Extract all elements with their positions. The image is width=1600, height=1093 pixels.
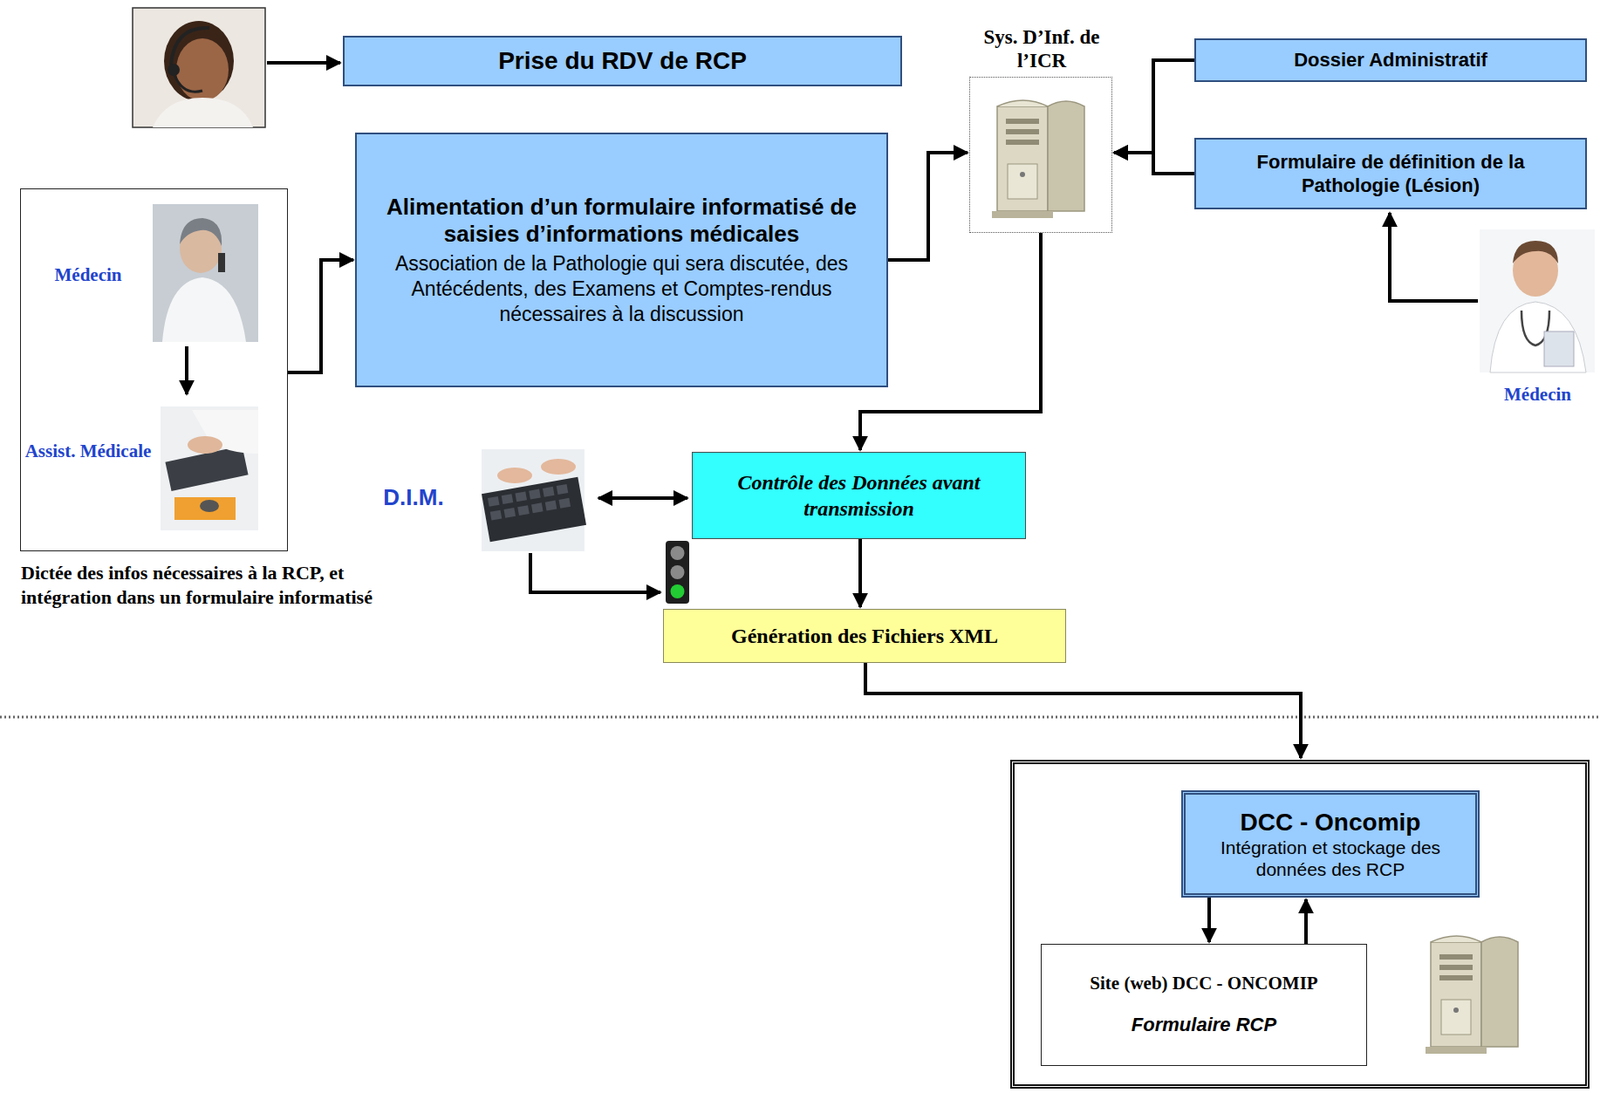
node-text: Dictée des infos nécessaires à la RCP, e…: [20, 560, 388, 609]
doctor-photo: [1479, 229, 1595, 373]
assistant-photo: [160, 406, 259, 531]
leader-arrow: [266, 61, 341, 65]
node-text: Site (web) DCC - ONCOMIP: [1089, 972, 1318, 995]
group-frame: MédecinAssist. MédicaleDictée des infos …: [20, 188, 288, 552]
node-text: DCC - Oncomip: [1240, 807, 1422, 838]
server-node: Sys. D’Inf. de l’ICR: [969, 76, 1113, 233]
leader-arrow: [530, 553, 661, 593]
connector-arrow: [888, 152, 968, 260]
node-text: Formulaire de définition de la Pathologi…: [1206, 150, 1575, 199]
separator-line: [0, 716, 1600, 719]
process-box: Contrôle des Données avant transmission: [691, 451, 1026, 540]
operator-photo: [132, 7, 266, 128]
process-box: Prise du RDV de RCP: [342, 35, 903, 87]
node-text: Alimentation d’un formulaire informatisé…: [367, 193, 876, 248]
role-label: D.I.M.: [362, 484, 465, 512]
connector-arrow: [287, 259, 354, 373]
process-box: Dossier Administratif: [1194, 38, 1587, 83]
node-text: Dossier Administratif: [1293, 47, 1488, 73]
connector-arrow: [1207, 897, 1211, 943]
node-text: Sys. D’Inf. de l’ICR: [976, 26, 1108, 73]
connector-arrow: [865, 663, 1301, 759]
keyboard-photo: [481, 449, 587, 552]
node-text: Génération des Fichiers XML: [731, 622, 999, 650]
node-text: Association de la Pathologie qui sera di…: [367, 251, 876, 327]
node-text: Prise du RDV de RCP: [498, 46, 747, 76]
role-label: Médecin: [1483, 383, 1593, 406]
process-box: DCC - OncomipIntégration et stockage des…: [1181, 790, 1480, 898]
node-text: Intégration et stockage des données des …: [1196, 836, 1465, 881]
node-text: Formulaire RCP: [1131, 1013, 1277, 1037]
node-text: Contrôle des Données avant transmission: [703, 469, 1015, 522]
traffic-light: [665, 540, 690, 604]
node-text: Médecin: [26, 264, 151, 287]
group-frame: DCC - OncomipIntégration et stockage des…: [1010, 759, 1590, 1089]
connector-arrow: [1114, 152, 1195, 174]
server-icon: [991, 100, 1085, 219]
process-box: Alimentation d’un formulaire informatisé…: [355, 132, 889, 388]
leader-arrow: [1389, 212, 1478, 301]
connector-arrow: [1304, 899, 1308, 944]
node-text: Assist. Médicale: [24, 440, 152, 463]
leader-arrow: [598, 496, 688, 500]
process-box: Site (web) DCC - ONCOMIP Formulaire RCP: [1040, 943, 1368, 1067]
connector-arrow: [858, 539, 862, 608]
leader-arrow: [184, 346, 189, 395]
process-box: Génération des Fichiers XML: [663, 608, 1067, 664]
connector-arrow: [1114, 60, 1195, 153]
doctor-photo: [152, 204, 259, 342]
process-box: Formulaire de définition de la Pathologi…: [1194, 137, 1587, 210]
server-icon: [1425, 936, 1518, 1054]
